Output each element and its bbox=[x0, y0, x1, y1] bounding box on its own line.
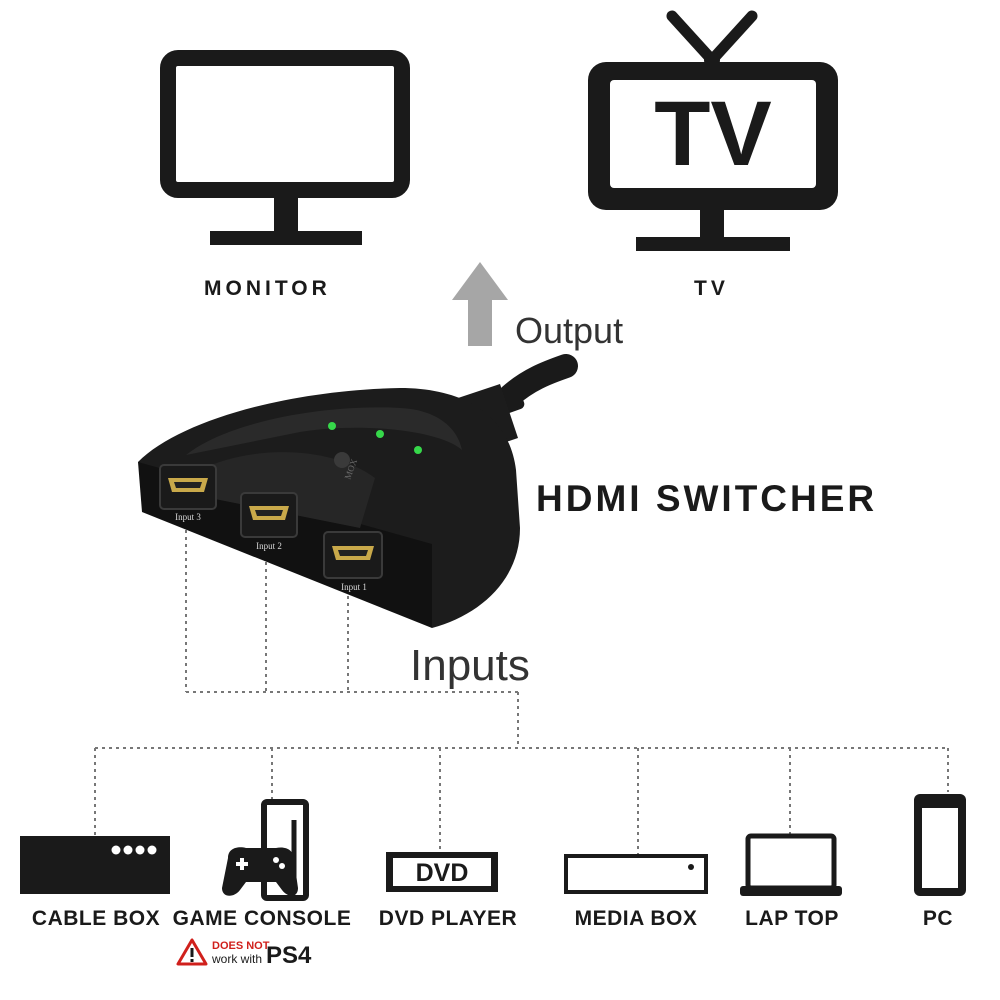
ps4-warning-brand: PS4 bbox=[266, 942, 312, 969]
device-label-cable-box: CABLE BOX bbox=[31, 907, 161, 930]
warning-icon bbox=[176, 938, 208, 966]
tv-icon: TV bbox=[588, 10, 838, 251]
inputs-label: Inputs bbox=[410, 641, 530, 690]
connector-lines bbox=[94, 530, 949, 854]
monitor-label: MONITOR bbox=[204, 277, 331, 300]
laptop-icon bbox=[740, 833, 842, 896]
device-label-media-box: MEDIA BOX bbox=[574, 907, 698, 930]
hdmi-port-3[interactable]: Input 3 bbox=[159, 464, 217, 522]
pc-icon bbox=[914, 794, 966, 896]
switcher-title: HDMI SWITCHER bbox=[536, 478, 878, 519]
led-indicator-3 bbox=[414, 446, 422, 454]
dvd-player-icon: DVD bbox=[386, 852, 498, 892]
output-label: Output bbox=[515, 310, 624, 351]
tv-screen-text: TV bbox=[654, 83, 772, 185]
led-indicator-2 bbox=[376, 430, 384, 438]
cable-box-icon bbox=[20, 836, 170, 894]
port-label-input-2: Input 2 bbox=[256, 541, 282, 551]
media-box-icon bbox=[564, 854, 708, 894]
hdmi-port-1[interactable]: Input 1 bbox=[323, 531, 383, 592]
port-label-input-1: Input 1 bbox=[341, 582, 367, 592]
tv-label: TV bbox=[694, 277, 729, 300]
ps4-warning-line1: DOES NOT bbox=[212, 940, 270, 952]
monitor-icon bbox=[160, 50, 410, 245]
device-label-laptop: LAP TOP bbox=[745, 907, 839, 930]
output-arrow-icon bbox=[452, 262, 508, 346]
ps4-warning-line2: work with bbox=[211, 952, 262, 966]
hdmi-port-2[interactable]: Input 2 bbox=[240, 492, 298, 551]
led-indicator-1 bbox=[328, 422, 336, 430]
game-console-icon bbox=[222, 799, 309, 901]
device-label-dvd-player: DVD PLAYER bbox=[378, 907, 518, 930]
device-label-pc: PC bbox=[922, 907, 954, 930]
switch-button[interactable] bbox=[334, 452, 350, 468]
hdmi-switcher-device: MOX Input 3 Input 2 Input 1 bbox=[138, 388, 520, 628]
device-label-game-console: GAME CONSOLE bbox=[172, 907, 352, 930]
port-label-input-3: Input 3 bbox=[175, 512, 201, 522]
dvd-icon-text: DVD bbox=[416, 859, 469, 887]
